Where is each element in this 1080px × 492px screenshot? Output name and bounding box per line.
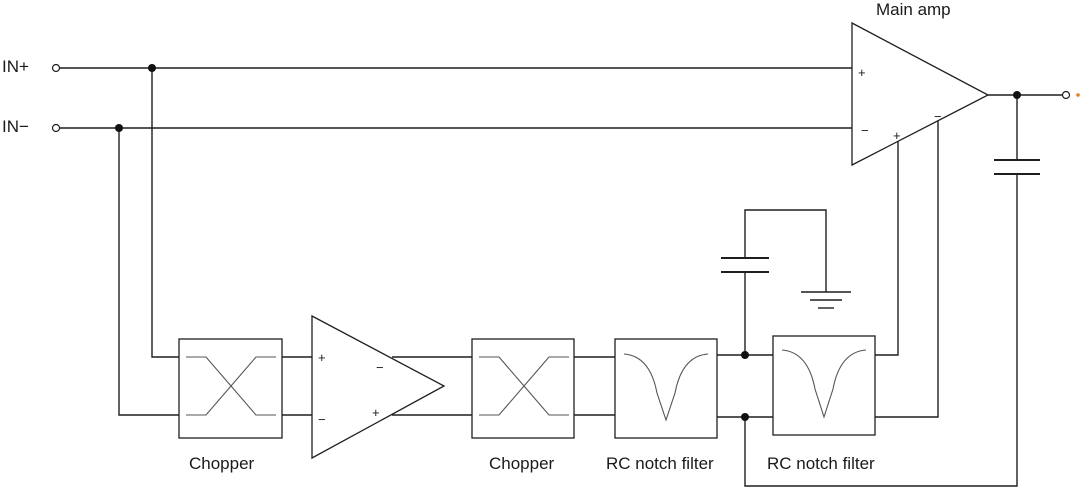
notch-capacitor (721, 257, 769, 273)
in-minus-terminal (51, 123, 61, 133)
junction-cap-node (741, 351, 749, 359)
main-amp: Main amp + − + − (851, 0, 990, 167)
main-amp-triangle (851, 21, 990, 167)
chopper-1-box (178, 338, 283, 439)
preamp-out-minus-sign: − (376, 360, 384, 375)
wire-feedback-loop (744, 174, 1018, 487)
main-amp-aux-plus-sign: + (893, 128, 901, 143)
chopper-2: Chopper (471, 338, 575, 473)
junctions (115, 64, 1021, 421)
wire-in-plus-to-chopper (151, 68, 179, 358)
preamp: + − − + (311, 314, 446, 460)
rc-notch-filter-1: RC notch filter (606, 338, 718, 473)
main-amp-aux-minus-sign: − (934, 109, 942, 124)
output-terminal (1061, 90, 1071, 100)
rc-notch-filter-2: RC notch filter (767, 335, 876, 473)
output-terminal-accent (1076, 93, 1080, 97)
preamp-plus-sign: + (318, 350, 326, 365)
chopper-2-cross-icon (479, 356, 569, 416)
rc-notch-2-notch-icon (781, 349, 867, 419)
rc-notch-1-box (614, 338, 718, 439)
in-plus-label: IN+ (2, 57, 29, 76)
output-capacitor (994, 159, 1040, 175)
chopper-1: Chopper (178, 338, 283, 473)
rc-notch-1-notch-icon (623, 353, 709, 422)
ground-icon (801, 291, 851, 309)
chopper-2-box (471, 338, 575, 439)
wire-cap-to-ground (744, 209, 827, 292)
main-amp-plus-sign: + (858, 65, 866, 80)
chopper-1-label: Chopper (189, 454, 255, 473)
junction-output (1013, 91, 1021, 99)
main-amp-minus-sign: − (861, 123, 869, 138)
junction-in-plus (148, 64, 156, 72)
wire-notch2-to-main-aux-minus (875, 117, 939, 418)
chopper-1-cross-icon (186, 356, 276, 416)
main-amp-label: Main amp (876, 0, 951, 19)
junction-loop-node (741, 413, 749, 421)
in-minus-label: IN− (2, 117, 29, 136)
preamp-triangle (311, 314, 446, 460)
in-plus-terminal (51, 63, 61, 73)
wire-in-minus-to-chopper (118, 128, 179, 416)
junction-in-minus (115, 124, 123, 132)
preamp-out-plus-sign: + (372, 405, 380, 420)
wires (59, 67, 1063, 487)
rc-notch-1-label: RC notch filter (606, 454, 714, 473)
preamp-minus-sign: − (318, 412, 326, 427)
rc-notch-2-label: RC notch filter (767, 454, 875, 473)
wire-notch2-to-main-aux-plus (875, 138, 899, 356)
chopper-2-label: Chopper (489, 454, 555, 473)
